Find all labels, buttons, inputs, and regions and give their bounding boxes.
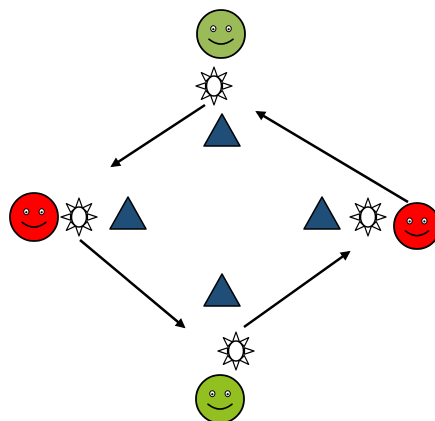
face-pupil-right (227, 28, 230, 31)
sun-ray (75, 197, 83, 208)
sun-ray (364, 197, 372, 208)
sun-core (70, 206, 88, 228)
sun-ray (210, 66, 218, 77)
face-circle (393, 202, 435, 250)
smiley-face-icon (195, 374, 245, 421)
sun-ray (75, 226, 83, 237)
arrow-top-to-left (110, 103, 206, 168)
face-pupil-right (40, 211, 43, 214)
face-circle (195, 374, 245, 421)
triangle-icon (303, 196, 341, 230)
face-pupil-left (25, 211, 28, 214)
sun-ray (221, 82, 233, 90)
face-pupil-left (212, 28, 215, 31)
sun-ray (232, 331, 240, 342)
face-circle (196, 9, 246, 59)
face-smile (21, 221, 47, 228)
face-smile (208, 38, 234, 45)
sun-core (359, 206, 377, 228)
face-pupil-left (408, 220, 411, 223)
arrow-right-to-top (255, 110, 409, 204)
arrow-left-to-bottom (79, 239, 186, 329)
sun-ray (349, 213, 361, 221)
sun-core (205, 75, 223, 97)
sun-ray (243, 347, 255, 355)
sun-icon (349, 197, 387, 237)
sun-ray (364, 226, 372, 237)
sun-icon (195, 66, 233, 106)
sun-icon (217, 331, 255, 371)
arrow-bottom-to-right (243, 250, 351, 329)
face-circle (9, 192, 59, 242)
smiley-face-icon (196, 9, 246, 59)
face-pupil-right (226, 393, 229, 396)
sun-core (227, 340, 245, 362)
sun-ray (210, 95, 218, 106)
sun-ray (86, 213, 98, 221)
sun-ray (60, 213, 72, 221)
smiley-face-icon (9, 192, 59, 242)
sun-ray (195, 82, 207, 90)
face-smile (207, 403, 233, 410)
sun-icon (60, 197, 98, 237)
triangle-icon (203, 273, 241, 307)
face-pupil-right (423, 220, 426, 223)
face-pupil-left (211, 393, 214, 396)
sun-ray (232, 360, 240, 371)
sun-ray (217, 347, 229, 355)
triangle-icon (203, 113, 241, 147)
sun-ray (375, 213, 387, 221)
smiley-face-icon (393, 202, 435, 250)
triangle-icon (109, 196, 147, 230)
face-smile (404, 230, 430, 237)
